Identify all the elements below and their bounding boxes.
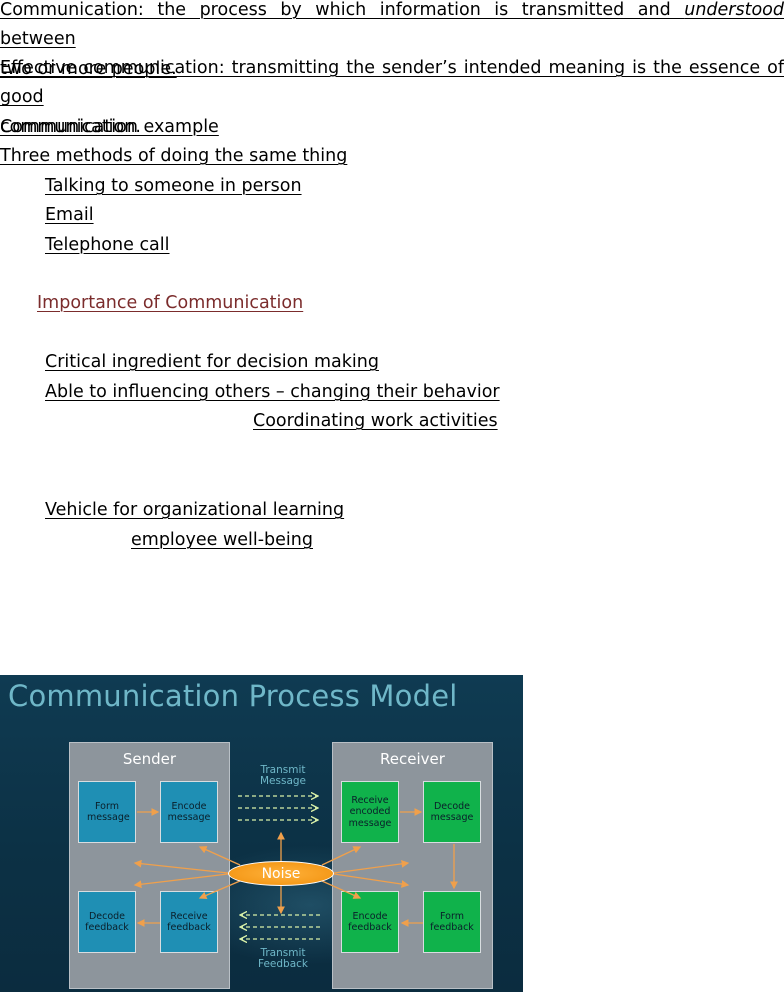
transmit-label-line: Message	[259, 775, 307, 787]
definition-paragraph: Communication: the process by which info…	[0, 0, 784, 84]
definition-emphasis: understood	[684, 0, 784, 20]
decode-feedback-box: Decode feedback	[78, 891, 136, 953]
encode-message-box: Encode message	[160, 781, 218, 843]
effective-line-2: communication.	[0, 116, 141, 137]
definition-text: Communication: the process by which info…	[0, 0, 685, 20]
receive-feedback-box: Receive feedback	[160, 891, 218, 953]
transmit-feedback-label: Transmit Feedback	[238, 948, 328, 970]
transmit-label-line: Transmit	[260, 947, 306, 959]
sender-title: Sender	[122, 750, 177, 768]
form-message-box: Form message	[78, 781, 136, 843]
communication-process-diagram: Communication Process Model Sender Recei…	[0, 675, 523, 992]
box-label: Decode feedback	[85, 910, 129, 934]
diagram-title: Communication Process Model	[8, 679, 458, 713]
form-feedback-box: Form feedback	[423, 891, 481, 953]
effective-paragraph: Effective communication: transmitting th…	[0, 54, 784, 142]
box-label: Decode message	[430, 800, 474, 824]
box-label: Receive encoded message	[348, 794, 392, 829]
box-label: Encode message	[167, 800, 211, 824]
communication-example: Communication example	[0, 117, 219, 137]
receiver-title: Receiver	[380, 750, 445, 768]
method-item: Telephone call	[45, 235, 170, 255]
importance-item: employee well-being	[131, 530, 313, 550]
effective-line-1: Effective communication: transmitting th…	[0, 58, 784, 108]
noise-arrows	[133, 831, 410, 915]
definition-line-2: two or more people.	[0, 58, 177, 79]
definition-line-1: Communication: the process by which info…	[0, 0, 784, 55]
transmit-label-line: Transmit	[260, 764, 306, 776]
method-item: Email	[45, 205, 94, 225]
method-item: Talking to someone in person	[45, 176, 302, 196]
importance-item: Able to influencing others – changing th…	[45, 382, 500, 402]
noise-ellipse: Noise	[228, 861, 334, 886]
transmit-label-line: Feedback	[257, 958, 308, 970]
three-methods: Three methods of doing the same thing	[0, 142, 784, 171]
decode-message-box: Decode message	[423, 781, 481, 843]
box-label: Encode feedback	[348, 910, 392, 934]
box-label: Receive feedback	[167, 910, 211, 934]
box-label: Form message	[87, 800, 130, 824]
importance-item: Vehicle for organizational learning	[45, 500, 345, 520]
transmit-message-label: Transmit Message	[238, 765, 328, 787]
encode-feedback-box: Encode feedback	[341, 891, 399, 953]
box-label: Form feedback	[430, 910, 474, 934]
importance-heading: Importance of Communication	[37, 293, 304, 313]
three-methods-text: Three methods of doing the same thing	[0, 146, 348, 166]
definition-text-end: between	[0, 29, 76, 50]
importance-item: Critical ingredient for decision making	[45, 352, 379, 372]
receive-encoded-message-box: Receive encoded message	[341, 781, 399, 843]
diagram-arrows	[133, 675, 458, 992]
importance-item: Coordinating work activities	[253, 411, 498, 431]
